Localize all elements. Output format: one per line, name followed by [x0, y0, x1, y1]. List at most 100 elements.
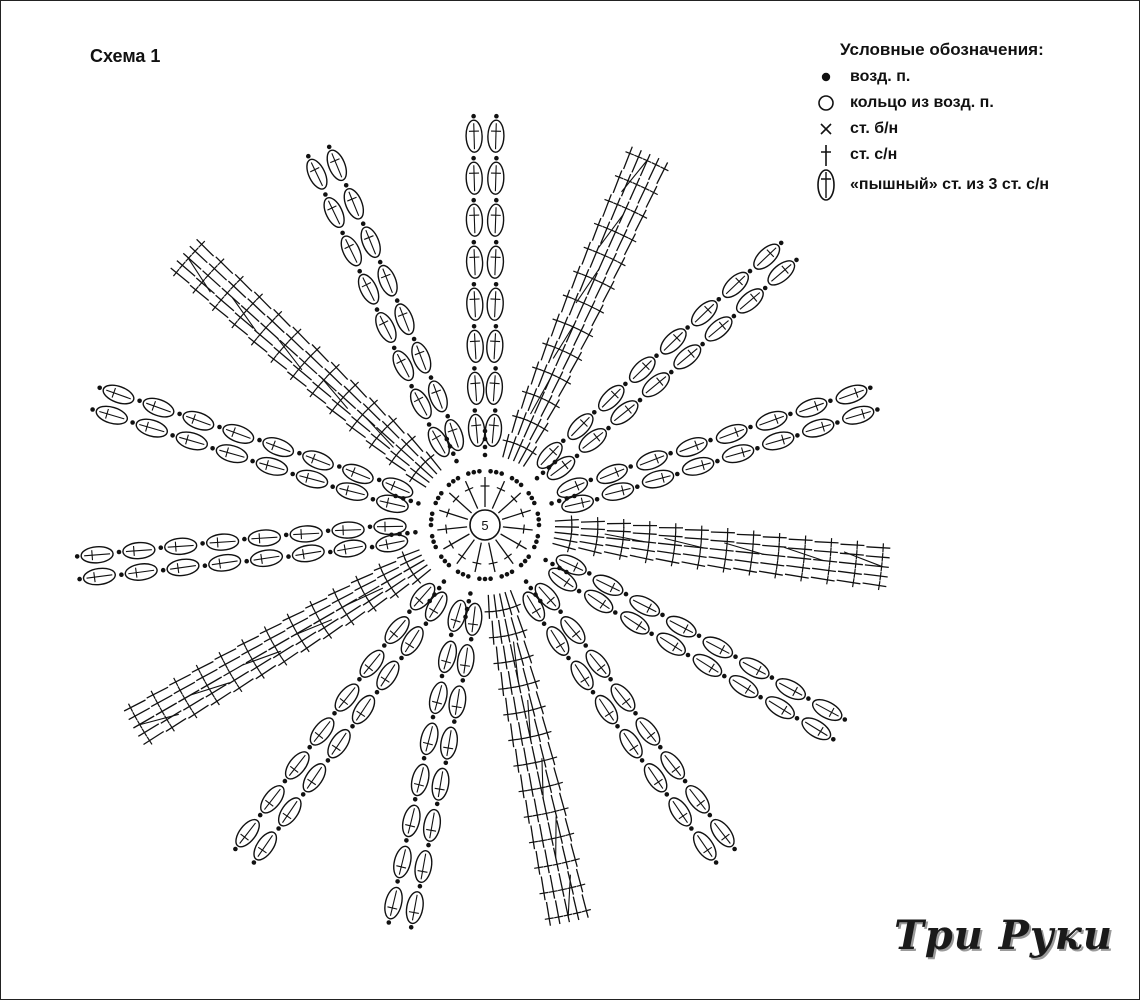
dc-stitch-icon [708, 556, 733, 561]
dc-stitch-icon [564, 818, 573, 842]
chain-dot-icon [158, 545, 164, 550]
chain-dot-icon [332, 711, 337, 716]
dc-stitch-icon [837, 570, 862, 575]
dc-stitch-icon [509, 723, 515, 748]
dc-stitch-icon [511, 631, 521, 636]
chain-dot-icon [442, 558, 448, 564]
dc-stitch-icon [537, 364, 548, 388]
puff-stitch-icon [555, 554, 587, 576]
dc-stitch-icon [573, 270, 582, 275]
puff-stitch-icon [465, 161, 483, 195]
dc-stitch-icon [638, 213, 648, 219]
dc-stitch-icon [580, 328, 593, 350]
puff-stitch-icon [384, 616, 410, 645]
chain-dot-icon [664, 792, 670, 797]
chain-dot-icon [257, 812, 263, 818]
dc-stitch-icon [128, 707, 151, 721]
legend-item-sc: ст. б/н [812, 116, 1132, 142]
dc-stitch-icon [725, 545, 728, 555]
chain-dot-icon [587, 571, 592, 576]
dc-stitch-icon [439, 509, 469, 521]
dc-stitch-icon [545, 769, 553, 794]
dc-stitch-icon [501, 509, 531, 521]
dc-stitch-icon [290, 624, 313, 638]
puff-stitch-icon [755, 410, 788, 431]
dc-stitch-icon [340, 604, 362, 619]
dc-stitch-icon [339, 393, 347, 402]
puff-stitch-icon [619, 728, 643, 759]
dc-stitch-icon [241, 643, 263, 656]
puff-stitch-icon [384, 886, 403, 920]
dc-stitch-icon [274, 310, 283, 319]
chain-dot-icon [523, 579, 529, 584]
puff-stitch-icon [80, 546, 114, 564]
puff-stitch-icon [486, 245, 505, 279]
dc-stitch-icon [458, 553, 467, 560]
dc-stitch-icon [522, 682, 532, 686]
dc-stitch-icon [345, 422, 366, 439]
dc-stitch-icon [414, 461, 434, 479]
dc-stitch-icon [275, 348, 283, 356]
dc-stitch-icon [282, 610, 305, 622]
dc-stitch-icon [337, 392, 357, 410]
chain-dot-icon [386, 920, 392, 925]
dc-stitch-icon [558, 316, 569, 340]
chain-dot-icon [669, 369, 674, 375]
dc-stitch-icon [555, 375, 564, 381]
chain-dot-icon [435, 495, 441, 501]
dc-stitch-icon [215, 256, 234, 275]
puff-stitch-icon [302, 450, 334, 471]
puff-stitch-icon [215, 444, 249, 464]
dc-stitch-icon [273, 308, 291, 327]
chain-dot-icon [441, 579, 447, 584]
dc-stitch-icon [256, 330, 264, 339]
puff-stitch-icon [728, 675, 759, 699]
dc-stitch-icon [177, 686, 183, 695]
dc-stitch-icon [169, 673, 191, 686]
dc-stitch-icon [528, 707, 538, 712]
dc-stitch-icon [309, 600, 315, 610]
puff-stitch-icon [122, 541, 156, 560]
dc-stitch-icon [775, 560, 779, 570]
puff-stitch-icon [466, 329, 484, 363]
chain-dot-icon [217, 424, 222, 430]
dc-stitch-icon [571, 265, 581, 289]
chain-dot-icon [543, 557, 548, 563]
dc-stitch-icon [351, 381, 360, 389]
dc-stitch-icon [445, 524, 448, 534]
chain-dot-icon [130, 420, 135, 425]
ring-circle-icon [812, 90, 840, 116]
dc-stitch-icon [521, 390, 531, 395]
dc-stitch-icon [522, 762, 532, 766]
chain-dot-icon [482, 428, 488, 434]
dc-stitch-icon [803, 554, 806, 564]
dc-stitch-icon [519, 774, 525, 799]
dc-stitch-icon [165, 717, 187, 732]
dc-stitch-icon [534, 866, 544, 869]
dc-stitch-icon [553, 767, 562, 791]
chain-dot-icon [549, 501, 554, 506]
dc-stitch-icon [554, 518, 579, 522]
legend: Условные обозначения: возд. п. кольцо из… [812, 40, 1132, 202]
dc-stitch-icon [510, 617, 519, 641]
chain-dot-icon [325, 758, 331, 763]
dc-stitch-icon [762, 536, 787, 539]
dc-stitch-icon [276, 649, 283, 659]
dc-stitch-icon [840, 543, 865, 547]
dc-stitch-icon [550, 809, 560, 813]
dc-stitch-icon [634, 154, 643, 160]
puff-stitch-icon [401, 804, 421, 838]
dc-stitch-icon [544, 917, 554, 920]
dc-stitch-icon [655, 558, 680, 564]
chain-dot-icon [499, 471, 505, 476]
chain-dot-icon [429, 533, 435, 539]
chain-dot-icon [472, 408, 478, 413]
chain-dot-icon [471, 282, 477, 287]
puff-stitch-icon [812, 169, 840, 201]
dc-stitch-icon [223, 289, 231, 297]
dc-stitch-icon [828, 556, 831, 566]
dc-stitch-icon [866, 546, 891, 549]
dc-stitch-icon [572, 911, 582, 915]
dc-stitch-icon [529, 418, 542, 441]
